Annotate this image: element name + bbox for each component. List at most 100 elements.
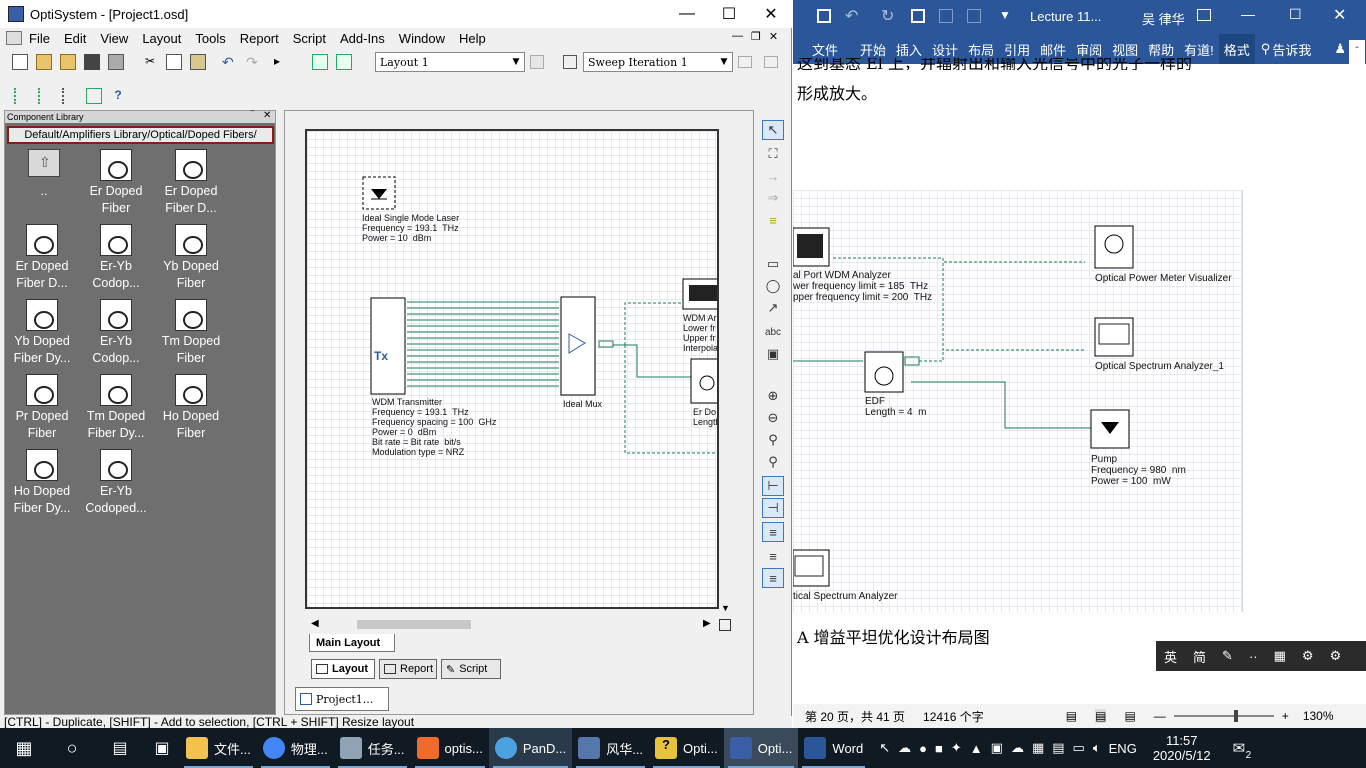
ribbon-tab-help[interactable]: 帮助	[1148, 42, 1175, 58]
open-icon[interactable]	[36, 54, 52, 70]
store-icon[interactable]: ▣	[154, 740, 170, 757]
library-item[interactable]: Pr Doped Fiber	[3, 374, 81, 442]
paste-icon[interactable]	[190, 54, 206, 70]
taskbar-item-task-manager[interactable]: 任务...	[334, 728, 411, 768]
menu-add-ins[interactable]: Add-Ins	[339, 30, 385, 46]
menu-script[interactable]: Script	[292, 30, 326, 46]
screenshot-tray-icon[interactable]: ▣	[990, 740, 1003, 755]
taskbar-item-explorer[interactable]: 文件...	[180, 728, 257, 768]
print-icon[interactable]	[108, 54, 124, 70]
line-icon[interactable]: ↗	[767, 300, 779, 315]
zoom-out-button[interactable]: —	[1153, 709, 1166, 723]
tab-script[interactable]: ✎ Script	[441, 659, 501, 679]
app-tray-icon[interactable]: ■	[935, 740, 943, 756]
rectangle-icon[interactable]: ▭	[766, 256, 780, 271]
library-item[interactable]: Er-Yb Codoped...	[77, 449, 155, 517]
embedded-figure[interactable]: al Port WDM Analyzer wer frequency limit…	[793, 190, 1243, 612]
taskbar-item-word[interactable]: Word	[798, 728, 869, 768]
power-meter-box[interactable]	[1094, 225, 1134, 269]
sweep-prev-icon[interactable]	[738, 56, 752, 68]
word-user-name[interactable]: 吴 律华	[1142, 12, 1185, 27]
sweep-iteration-select[interactable]: Sweep Iteration 1 ▼	[583, 52, 733, 72]
zoom-area-icon[interactable]: ⚲	[768, 454, 778, 469]
connect-icon[interactable]: →	[766, 168, 780, 184]
distribute-icon[interactable]: ≡	[769, 548, 777, 564]
input-language[interactable]: ENG	[1108, 740, 1137, 756]
ime-toolbox-icon[interactable]: ⚙	[1301, 648, 1314, 663]
text-icon[interactable]: abc	[764, 326, 782, 338]
ribbon-tab-file[interactable]: 文件	[812, 42, 839, 58]
layout-params-icon[interactable]	[530, 55, 544, 69]
tab-layout[interactable]: Layout	[311, 659, 375, 679]
clock[interactable]: 11:57 2020/5/12	[1153, 733, 1211, 763]
battery-icon[interactable]: ▭	[1072, 740, 1085, 755]
library-item[interactable]: Tm Doped Fiber Dy...	[77, 374, 155, 442]
library-item[interactable]: Er Doped Fiber D...	[3, 224, 81, 292]
ime-punct-icon[interactable]: ··	[1248, 648, 1258, 664]
zoom-in-button[interactable]: +	[1281, 709, 1289, 723]
redo-icon[interactable]: ↷	[246, 54, 258, 70]
antivirus-tray-icon[interactable]: ▲	[969, 740, 983, 756]
menu-view[interactable]: View	[100, 30, 129, 46]
zoom-slider[interactable]	[1173, 710, 1274, 722]
project-tab[interactable]: Project1...	[295, 687, 389, 711]
scroll-right-arrow[interactable]: ▶	[703, 618, 711, 629]
library-item[interactable]: Ho Doped Fiber Dy...	[3, 449, 81, 517]
layout-select[interactable]: Layout 1 ▼	[375, 52, 525, 72]
new-icon[interactable]	[12, 54, 28, 70]
layout-canvas[interactable]: Ideal Single Mode Laser Frequency = 193.…	[305, 129, 719, 609]
redo-icon[interactable]: ↻	[881, 8, 895, 25]
ime-keyboard-icon[interactable]: ▦	[1273, 648, 1286, 663]
print-layout-icon[interactable]: ▤	[1095, 709, 1107, 723]
ribbon-tab-references[interactable]: 引用	[1004, 42, 1031, 58]
cut-icon[interactable]: ✂	[144, 54, 156, 68]
save-icon[interactable]	[84, 54, 100, 70]
calculate-icon[interactable]: ▸	[274, 54, 281, 68]
taskbar-item-chrome[interactable]: 物理...	[257, 728, 334, 768]
zoom-level[interactable]: 130%	[1302, 709, 1334, 723]
volume-icon[interactable]: 🔈︎	[1092, 740, 1101, 755]
ribbon-display-icon[interactable]	[1197, 9, 1211, 21]
ime-settings-icon[interactable]: ⚙	[1329, 648, 1342, 663]
panel-pin-button[interactable]: ‾	[251, 110, 254, 120]
zoom-out-icon[interactable]: ⊖	[767, 410, 779, 425]
ribbon-tab-mailings[interactable]: 邮件	[1040, 42, 1067, 58]
library-item[interactable]: ⇧ ..	[5, 149, 83, 200]
network-drive-tray-icon[interactable]: ☁	[898, 740, 912, 755]
library-item[interactable]: Er-Yb Codop...	[77, 224, 155, 292]
zoom-fit-icon[interactable]: ⚲	[768, 432, 778, 447]
tab-report[interactable]: Report	[379, 659, 437, 679]
scroll-down-arrow[interactable]: ▼	[721, 603, 730, 613]
word-close-button[interactable]: ✕	[1333, 7, 1347, 24]
library-item[interactable]: Er Doped Fiber D...	[152, 149, 230, 217]
ime-brush-icon[interactable]: ✎	[1222, 648, 1233, 663]
undo-icon[interactable]: ↶	[845, 8, 859, 25]
word-maximize-button[interactable]: ☐	[1289, 6, 1302, 22]
description-icon[interactable]	[86, 88, 102, 104]
help-component-icon[interactable]: ?	[114, 88, 122, 102]
mdi-minimize-button[interactable]: —	[732, 30, 743, 42]
ribbon-tab-format[interactable]: 格式	[1218, 33, 1255, 65]
tab-main-layout[interactable]: Main Layout	[309, 634, 395, 652]
read-mode-icon[interactable]: ▤	[1065, 709, 1078, 723]
menu-layout[interactable]: Layout	[142, 30, 182, 46]
maximize-button[interactable]: ☐	[721, 6, 737, 23]
share-person-icon[interactable]: ♟	[1334, 41, 1346, 56]
ribbon-collapse-button[interactable]: ˆ	[1349, 40, 1365, 64]
add-layout-icon[interactable]	[312, 54, 328, 70]
menu-edit[interactable]: Edit	[63, 30, 87, 46]
group-icon[interactable]: ≡	[762, 568, 784, 588]
library-item[interactable]: Er Doped Fiber	[77, 149, 155, 217]
task-view-icon[interactable]: ▤	[112, 740, 128, 757]
taskbar-item-pandownload[interactable]: PanD...	[488, 728, 573, 768]
ribbon-tab-design[interactable]: 设计	[932, 42, 959, 58]
select-arrow-icon[interactable]: ↖	[762, 120, 784, 140]
zoom-slider-thumb[interactable]	[1233, 710, 1238, 722]
image-icon[interactable]: ▣	[766, 346, 780, 361]
er-doped-fiber-box[interactable]	[690, 358, 719, 404]
zoom-corner-icon[interactable]	[719, 619, 731, 631]
align-icon[interactable]: ≡	[762, 522, 784, 542]
project-browser-icon[interactable]	[38, 88, 54, 104]
horizontal-scroll-thumb[interactable]	[357, 620, 471, 629]
undo-icon[interactable]: ↶	[222, 54, 234, 70]
